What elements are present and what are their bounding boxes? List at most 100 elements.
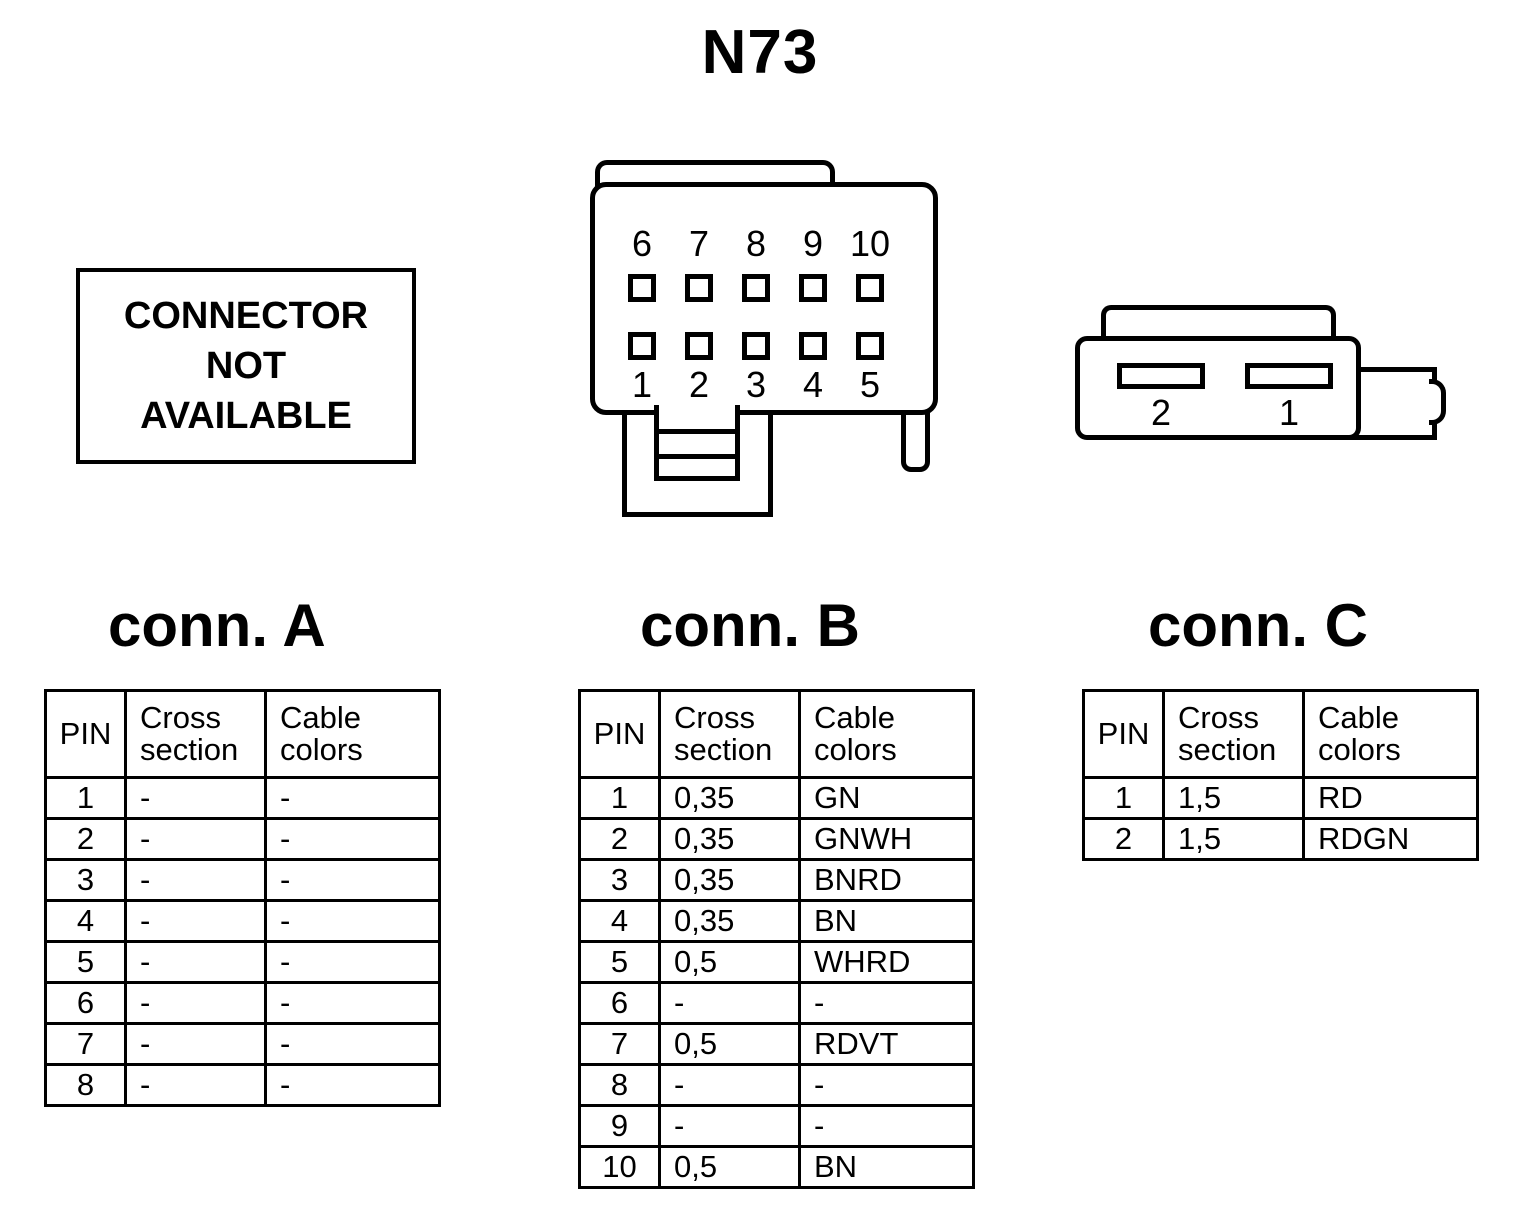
table-row: 8--	[578, 1063, 975, 1107]
connector-b-pin-socket-4	[799, 332, 827, 360]
cell-cable-colors: -	[264, 899, 441, 943]
connector-c-diagram: 2 1	[1075, 305, 1455, 455]
cell-cross-section: 0,35	[658, 858, 801, 902]
column-header-pin: PIN	[578, 689, 661, 779]
cell-cross-section: -	[658, 1063, 801, 1107]
connector-c-pin-slot-2	[1117, 363, 1205, 389]
cell-pin: 7	[578, 1022, 661, 1066]
column-header-cable-colors: Cable colors	[798, 689, 975, 779]
cell-cross-section: -	[124, 858, 267, 902]
cell-cable-colors: -	[798, 1104, 975, 1148]
cell-pin: 3	[44, 858, 127, 902]
connector-b-latch-rib-2	[659, 454, 735, 459]
cell-cable-colors: -	[264, 940, 441, 984]
table-row: 1--	[44, 776, 441, 820]
cell-cable-colors: RD	[1302, 776, 1479, 820]
connector-c-pin-label-1: 1	[1278, 392, 1300, 433]
connector-b-latch-rib-1	[659, 429, 735, 434]
column-header-colors: colors	[814, 732, 897, 767]
cell-pin: 2	[44, 817, 127, 861]
conn-a-pin-table: PIN Cross section Cable colors 1--2--3--…	[44, 689, 441, 1107]
table-row: 2--	[44, 817, 441, 861]
column-header-colors: colors	[280, 732, 363, 767]
cell-pin: 9	[578, 1104, 661, 1148]
column-header-cable: Cable	[814, 699, 895, 735]
connector-b-pin-label-6: 6	[631, 223, 653, 264]
cell-pin: 6	[44, 981, 127, 1025]
cell-cable-colors: RDVT	[798, 1022, 975, 1066]
column-header-cable: Cable	[280, 699, 361, 735]
connector-b-pin-socket-8	[742, 274, 770, 302]
conn-c-heading: conn. C	[1148, 592, 1368, 659]
column-header-pin: PIN	[1082, 689, 1165, 779]
cell-pin: 1	[578, 776, 661, 820]
page-title: N73	[701, 18, 819, 87]
connector-c-top-tab	[1101, 305, 1336, 341]
column-header-cable-colors: Cable colors	[1302, 689, 1479, 779]
column-header-cable-colors: Cable colors	[264, 689, 441, 779]
cell-pin: 7	[44, 1022, 127, 1066]
connector-b-pin-label-1: 1	[631, 364, 653, 405]
cell-pin: 1	[1082, 776, 1165, 820]
cell-pin: 2	[1082, 817, 1165, 861]
cell-cross-section: 0,35	[658, 776, 801, 820]
connector-b-pin-socket-2	[685, 332, 713, 360]
connector-b-pin-label-7: 7	[688, 223, 710, 264]
column-header-cross: Cross	[140, 699, 221, 735]
column-header-section: section	[1178, 732, 1277, 767]
placard-line-2: NOT	[205, 344, 287, 387]
cell-pin: 5	[44, 940, 127, 984]
connector-not-available-placard: CONNECTOR NOT AVAILABLE	[76, 268, 416, 464]
connector-b-pin-label-3: 3	[745, 364, 767, 405]
table-row: 6--	[44, 981, 441, 1025]
cell-cable-colors: WHRD	[798, 940, 975, 984]
cell-pin: 8	[578, 1063, 661, 1107]
cell-cross-section: -	[124, 1022, 267, 1066]
connector-b-pin-label-2: 2	[688, 364, 710, 405]
cell-cross-section: 0,5	[658, 1145, 801, 1189]
column-header-cross-section: Cross section	[1162, 689, 1305, 779]
cell-pin: 6	[578, 981, 661, 1025]
cell-cable-colors: -	[264, 1063, 441, 1107]
cell-cross-section: -	[124, 817, 267, 861]
table-row: 6--	[578, 981, 975, 1025]
cell-cable-colors: GNWH	[798, 817, 975, 861]
table-row: 7--	[44, 1022, 441, 1066]
cell-cross-section: -	[124, 776, 267, 820]
column-header-section: section	[140, 732, 239, 767]
cell-cross-section: 0,5	[658, 940, 801, 984]
connector-c-pin-label-2: 2	[1150, 392, 1172, 433]
cell-cross-section: 0,35	[658, 817, 801, 861]
cell-cable-colors: -	[798, 981, 975, 1025]
connector-b-pin-socket-3	[742, 332, 770, 360]
column-header-cross-section: Cross section	[124, 689, 267, 779]
table-header-row: PIN Cross section Cable colors	[578, 689, 975, 779]
connector-b-pin-socket-7	[685, 274, 713, 302]
connector-b-pin-label-10: 10	[849, 223, 891, 264]
connector-b-pin-socket-9	[799, 274, 827, 302]
cell-pin: 1	[44, 776, 127, 820]
cell-cable-colors: -	[798, 1063, 975, 1107]
cell-pin: 2	[578, 817, 661, 861]
connector-b-pin-label-5: 5	[859, 364, 881, 405]
column-header-section: section	[674, 732, 773, 767]
conn-a-table-body: 1--2--3--4--5--6--7--8--	[44, 776, 441, 1107]
table-header-row: PIN Cross section Cable colors	[44, 689, 441, 779]
cell-pin: 8	[44, 1063, 127, 1107]
conn-b-heading: conn. B	[640, 592, 860, 659]
column-header-cable: Cable	[1318, 699, 1399, 735]
connector-b-latch	[654, 405, 740, 481]
column-header-cross: Cross	[674, 699, 755, 735]
cell-cable-colors: RDGN	[1302, 817, 1479, 861]
connector-b-pin-socket-5	[856, 332, 884, 360]
connector-b-pin-socket-6	[628, 274, 656, 302]
connector-b-pin-label-8: 8	[745, 223, 767, 264]
